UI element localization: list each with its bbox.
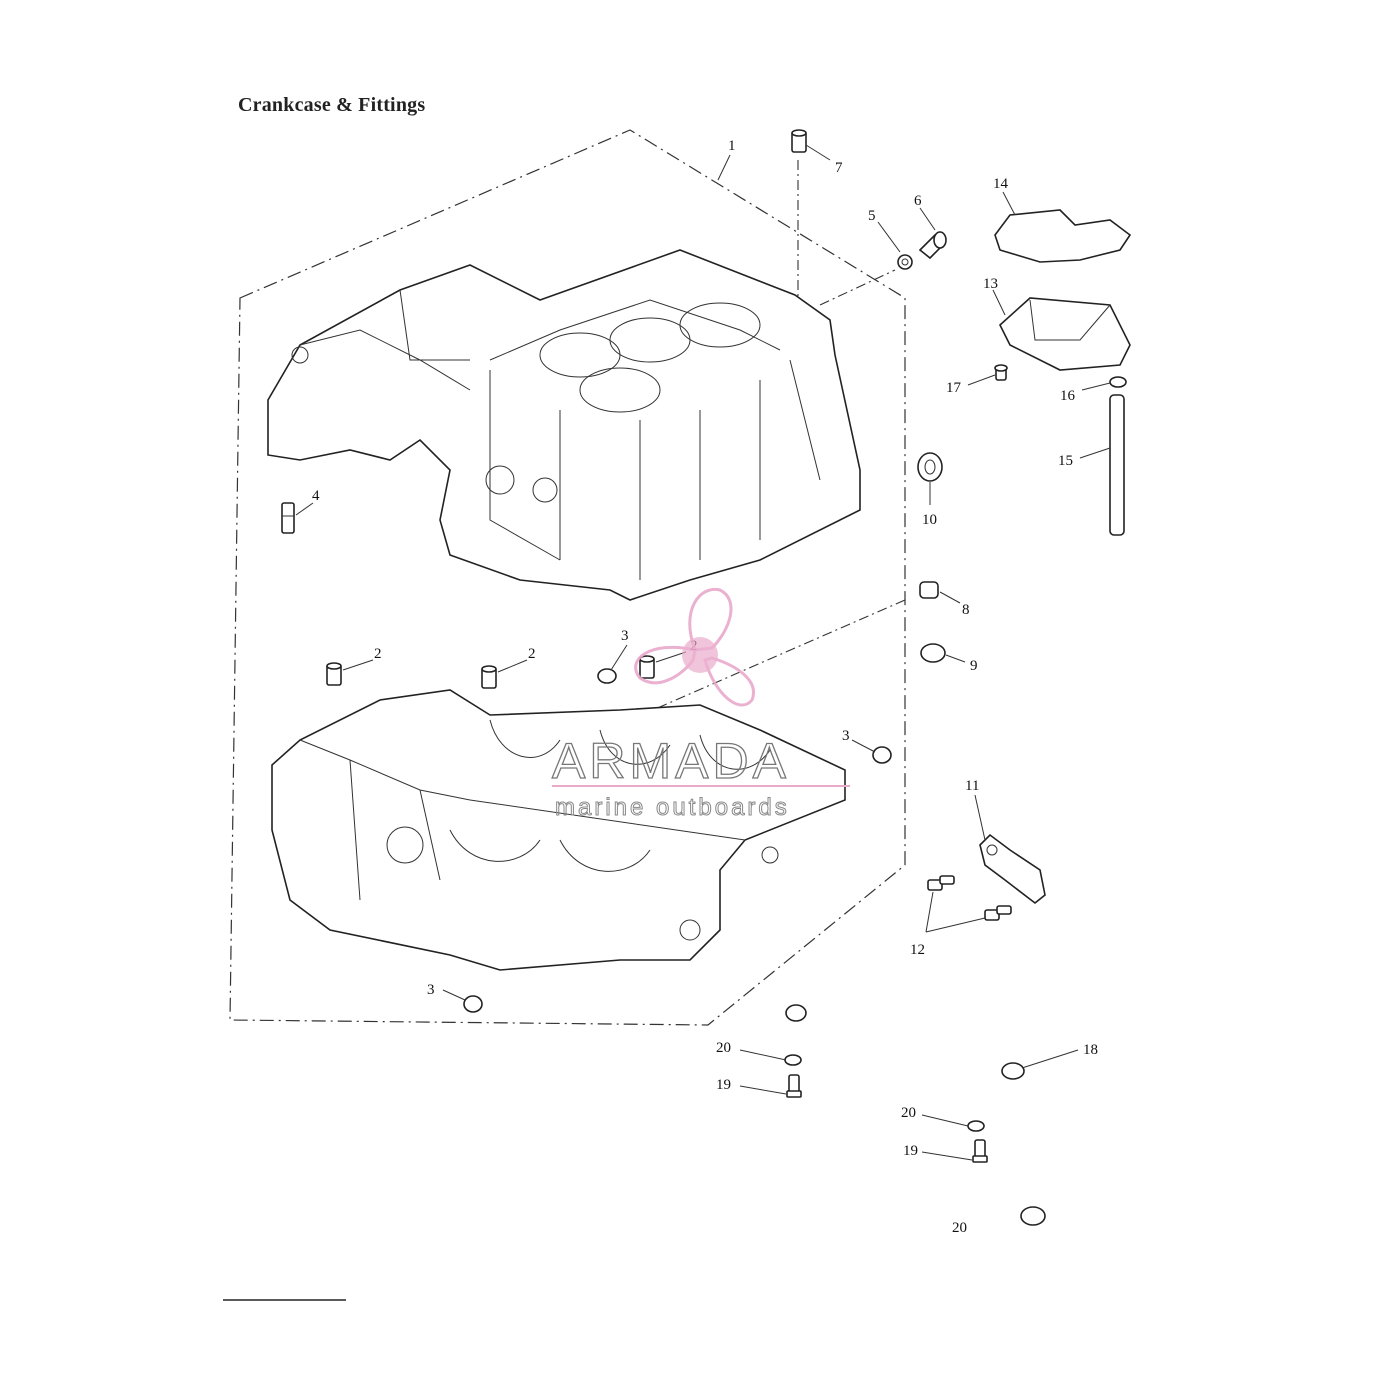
- callout-6: 6: [914, 193, 922, 209]
- callout-14: 14: [993, 176, 1009, 192]
- bracket-11: [979, 833, 1046, 905]
- callout-3b: 3: [842, 728, 850, 744]
- washer-5: [897, 254, 913, 270]
- callout-20a: 20: [716, 1040, 731, 1056]
- dowels-2: [326, 655, 655, 689]
- callout-12: 12: [910, 942, 925, 958]
- oil-pipe-18: [785, 1004, 1046, 1226]
- callout-labels: 1 7 5 6 14 13 17 16 15 10 4 8 9 2 2 2 3 …: [312, 138, 1098, 1236]
- gasket-14: [994, 209, 1132, 263]
- oring-10: [917, 452, 943, 482]
- dowel-4: [281, 502, 295, 534]
- callout-2b: 2: [528, 646, 536, 662]
- plug-6: [918, 231, 947, 260]
- callout-15: 15: [1058, 453, 1073, 469]
- bolts-19: [786, 1074, 988, 1163]
- callout-18: 18: [1083, 1042, 1098, 1058]
- callout-13: 13: [983, 276, 998, 292]
- bolts-12: [927, 875, 1012, 921]
- screw-17: [994, 364, 1008, 381]
- callout-11: 11: [965, 778, 979, 794]
- assembly-outline: [229, 129, 906, 1026]
- callout-17: 17: [946, 380, 962, 396]
- callout-7: 7: [835, 160, 843, 176]
- callout-9: 9: [970, 658, 978, 674]
- page-title: Crankcase & Fittings: [238, 94, 426, 116]
- dowel-7: [791, 129, 807, 153]
- tube-15: [1109, 394, 1125, 536]
- seal-16: [1109, 376, 1127, 388]
- cover-13: [999, 297, 1131, 371]
- watermark-brand: ARMADA: [552, 733, 790, 789]
- callout-4: 4: [312, 488, 320, 504]
- callout-3c: 3: [427, 982, 435, 998]
- bush-8: [919, 581, 939, 599]
- washers-20: [784, 1054, 985, 1132]
- callout-3a: 3: [621, 628, 629, 644]
- callout-1: 1: [728, 138, 736, 154]
- lower-crankcase: [271, 689, 846, 971]
- callout-5: 5: [868, 208, 876, 224]
- propeller-logo-icon: [634, 587, 755, 707]
- callout-20b: 20: [901, 1105, 916, 1121]
- callout-2a: 2: [374, 646, 382, 662]
- upper-crankcase: [267, 249, 861, 601]
- callout-20c: 20: [952, 1220, 967, 1236]
- callout-19b: 19: [903, 1143, 918, 1159]
- leader-lines: [295, 144, 1111, 1161]
- callout-19a: 19: [716, 1077, 731, 1093]
- callout-8: 8: [962, 602, 970, 618]
- callout-16: 16: [1060, 388, 1076, 404]
- callout-10: 10: [922, 512, 937, 528]
- watermark-tagline: marine outboards: [555, 794, 790, 821]
- clip-9: [920, 643, 946, 663]
- plugs-3: [463, 668, 892, 1013]
